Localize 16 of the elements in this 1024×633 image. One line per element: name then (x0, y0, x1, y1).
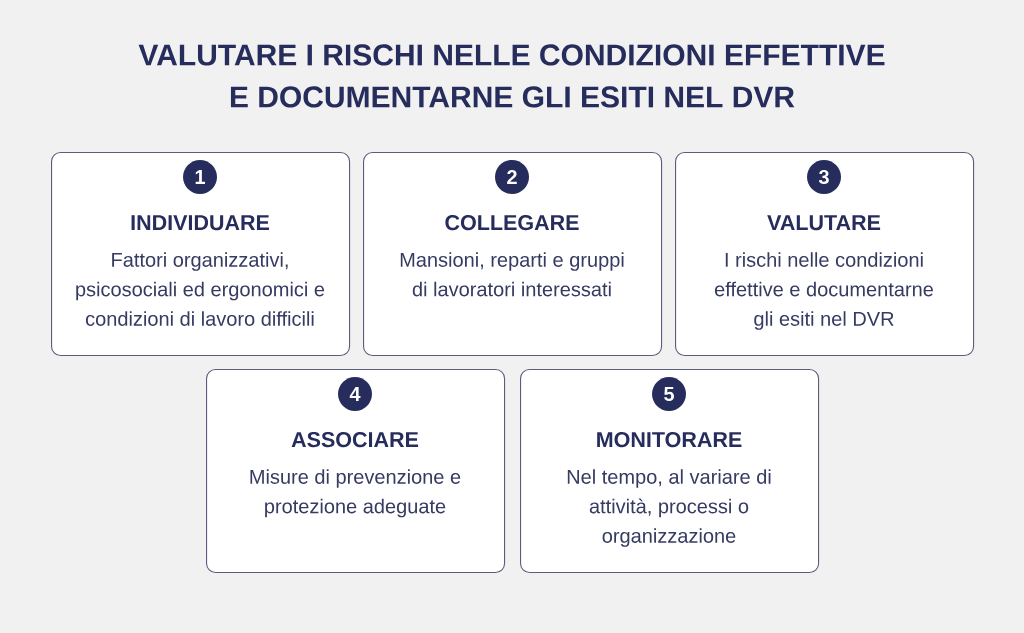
step-heading: ASSOCIARE (291, 432, 419, 448)
step-description: Fattori organizzativi, psicosociali ed ergonomici e condizioni di lavoro difficili (76, 252, 325, 326)
step-heading: MONITORARE (597, 432, 742, 448)
step-description: I rischi nelle condizioni effettive e documentarne gli esiti nel DVR (714, 252, 933, 330)
step-description: Misure di prevenzione e protezione adeguate (250, 469, 461, 518)
step-description: Mansioni, reparti e gruppi di lavoratori interessati (400, 252, 624, 297)
number-badge: 1 (183, 160, 217, 194)
number-badge: 3 (807, 160, 841, 194)
step-heading: VALUTARE (767, 215, 881, 231)
number-badge: 4 (338, 377, 372, 411)
title: VALUTARE I RISCHI NELLE CONDIZIONI EFFETTIVE E DOCUMENTARNE GLI ESITI NEL DVR (138, 44, 885, 108)
step-heading: INDIVIDUARE (131, 215, 270, 231)
number-badge: 5 (652, 377, 686, 411)
step-heading: COLLEGARE (445, 215, 579, 231)
number-badge: 2 (495, 160, 529, 194)
step-description: Nel tempo, al variare di attività, processi o organizzazione (567, 469, 771, 547)
